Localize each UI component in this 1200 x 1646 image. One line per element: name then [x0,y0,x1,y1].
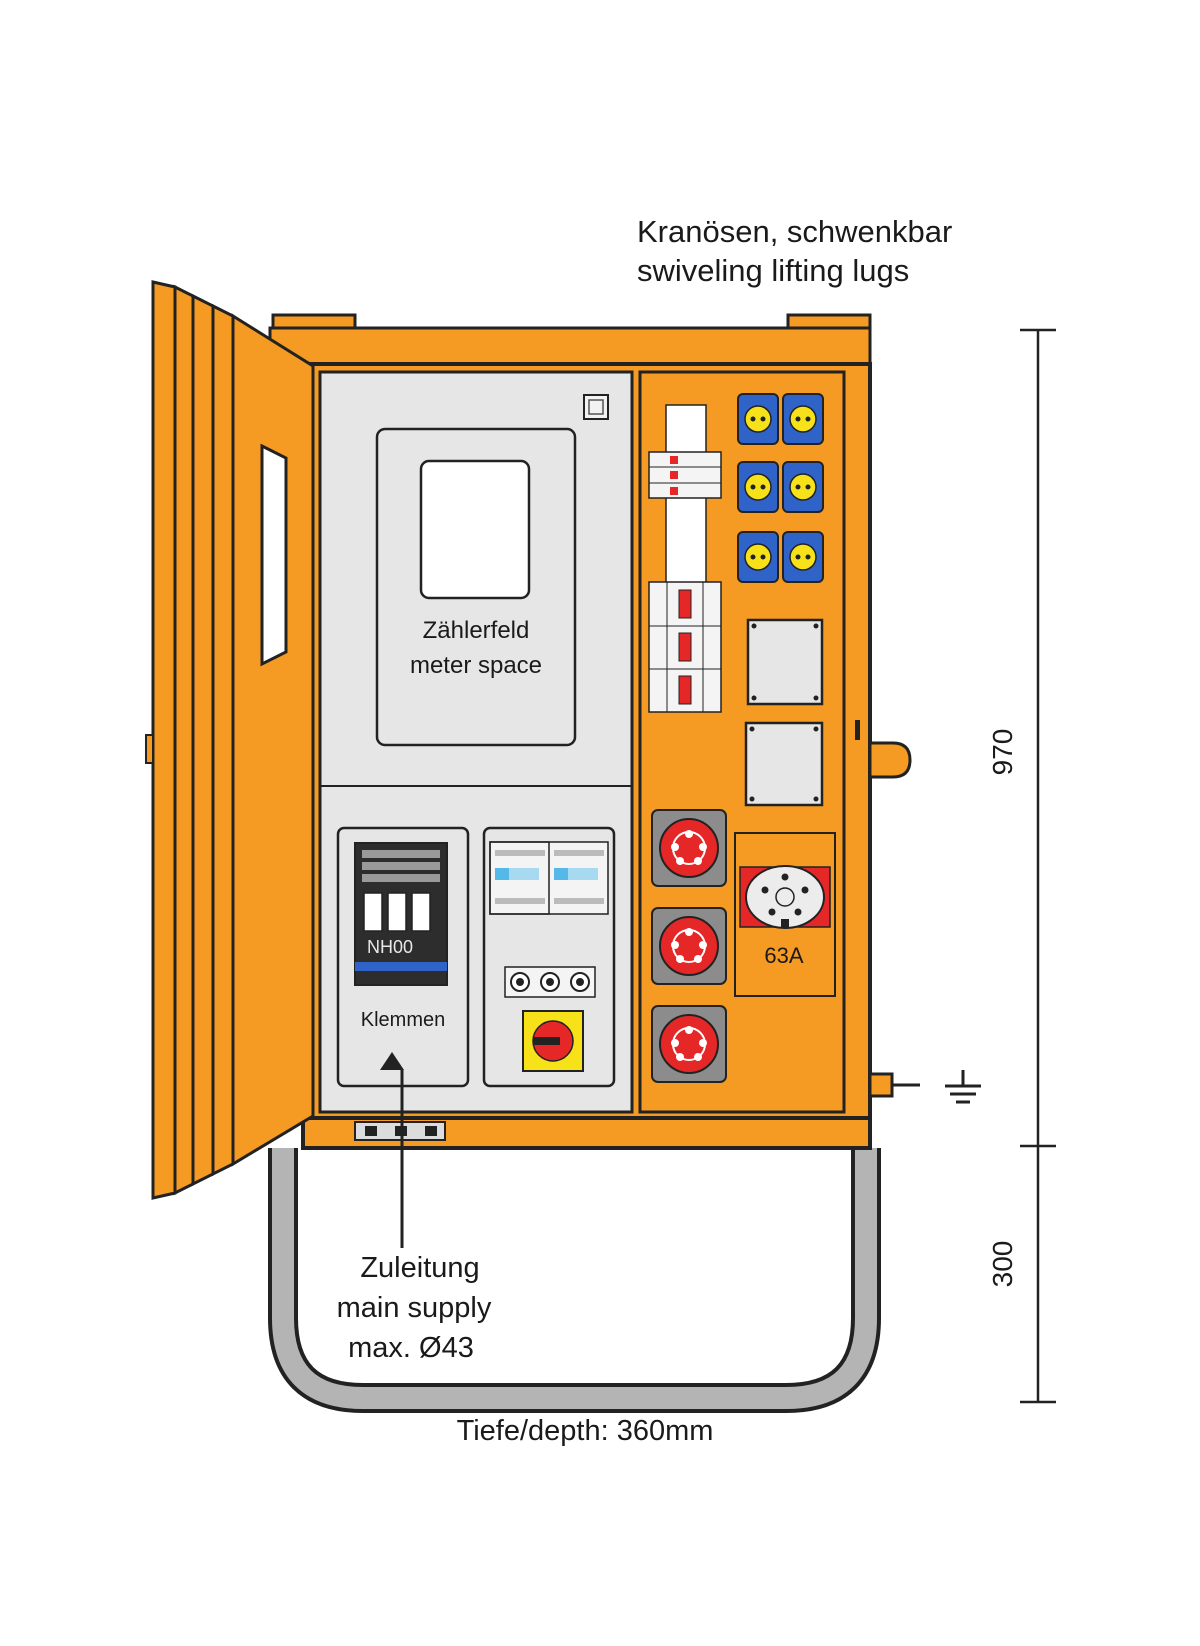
schuko-socket-6 [782,531,824,583]
base-frame [268,1148,881,1413]
cee-socket-2 [651,907,727,985]
socket-panel: 63A [638,370,846,1114]
grounding-bolt [868,1072,894,1098]
schuko-socket-2 [782,393,824,445]
cee-socket-3 [651,1005,727,1083]
schuko-socket-5 [737,531,779,583]
cabinet-door[interactable] [145,280,315,1200]
meter-label-en: meter space [410,652,542,679]
dimension-lines [1020,328,1056,1404]
blank-plate-1 [746,618,824,706]
schuko-socket-1 [737,393,779,445]
door-window [260,443,288,667]
fuse-label: NH00 [367,937,413,957]
arrow-up-icon [380,1052,404,1070]
meter-window [419,459,531,600]
supply-label-de: Zuleitung [360,1252,479,1284]
supply-label-en: main supply [337,1292,492,1324]
lifting-lugs-label-de: Kranösen, schwenkbar [637,214,952,249]
supply-max-label: max. Ø43 [348,1332,474,1364]
side-handle [868,741,912,779]
dimension-height-label: 970 [987,729,1018,776]
cee-socket-63a: 63A [734,832,836,997]
earth-symbol [945,1070,981,1104]
lifting-lugs-label-en: swiveling lifting lugs [637,253,909,288]
door-latch [145,734,154,764]
terminals-label: Klemmen [361,1009,445,1031]
cee-socket-1 [651,809,727,887]
schuko-socket-4 [782,461,824,513]
schuko-socket-3 [737,461,779,513]
socket-rating-label: 63A [764,943,803,968]
blank-plate-2 [744,721,824,807]
rcd-switch-unit [482,826,616,1088]
dimension-base-label: 300 [987,1241,1018,1288]
depth-label: Tiefe/depth: 360mm [457,1415,714,1447]
nh00-fuse-unit: NH00 Klemmen [336,826,470,1088]
meter-label-de: Zählerfeld [423,617,530,644]
